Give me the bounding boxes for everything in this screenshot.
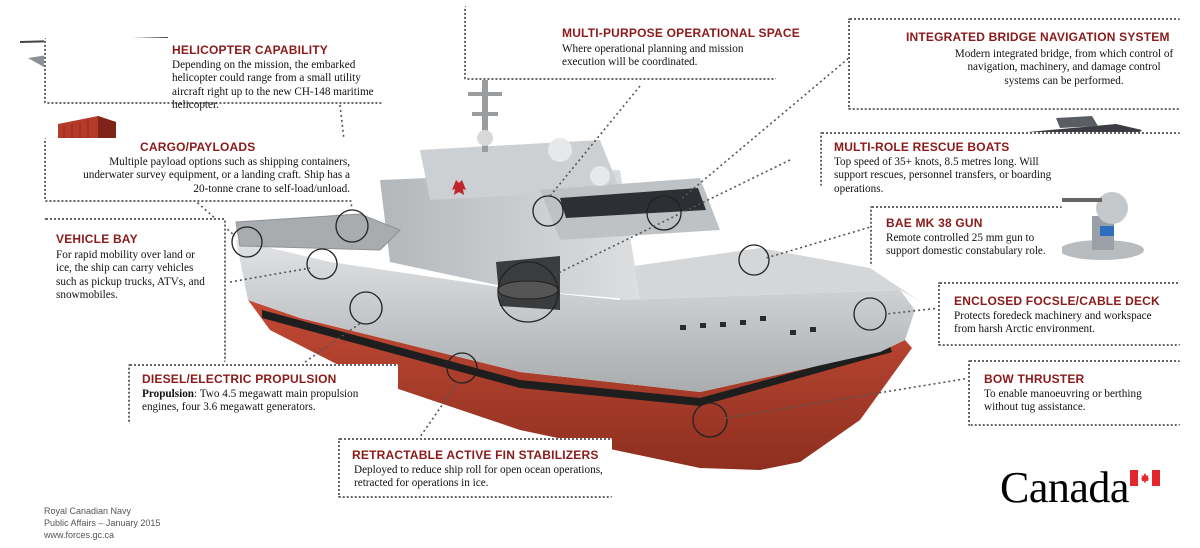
callout-body: Depending on the mission, the embarked h…: [172, 59, 374, 112]
footer-credits: Royal Canadian Navy Public Affairs – Jan…: [44, 505, 160, 541]
gun-image: [1060, 192, 1144, 260]
callout-title: MULTI-PURPOSE OPERATIONAL SPACE: [562, 26, 800, 40]
callout-cargo: CARGO/PAYLOADS Multiple payload options …: [44, 138, 352, 202]
marker-vehicle-bay: [306, 248, 338, 280]
callout-body: For rapid mobility over land or ice, the…: [56, 249, 205, 302]
callout-title: MULTI-ROLE RESCUE BOATS: [834, 140, 1010, 154]
footer-line-department: Public Affairs – January 2015: [44, 518, 161, 528]
callout-title: HELICOPTER CAPABILITY: [172, 43, 328, 57]
canada-flag-icon: [1130, 470, 1160, 486]
callout-body: Propulsion: Two 4.5 megawatt main propul…: [142, 388, 394, 415]
ship-hull: [248, 300, 912, 470]
callout-boats: MULTI-ROLE RESCUE BOATS Top speed of 35+…: [820, 132, 1180, 195]
marker-focsle: [853, 297, 887, 331]
marker-propulsion: [349, 291, 383, 325]
helideck: [235, 213, 401, 251]
callout-body: Multiple payload options such as shippin…: [83, 156, 350, 195]
callout-title: BOW THRUSTER: [984, 372, 1085, 386]
ship-foredeck: [620, 248, 918, 300]
callout-title: DIESEL/ELECTRIC PROPULSION: [142, 372, 337, 386]
propulsion-text: : Two 4.5 megawatt main propulsion engin…: [142, 388, 359, 414]
propulsion-label: Propulsion: [142, 388, 195, 400]
callout-title: CARGO/PAYLOADS: [140, 140, 256, 154]
callout-title: VEHICLE BAY: [56, 232, 138, 246]
callout-title: INTEGRATED BRIDGE NAVIGATION SYSTEM: [906, 30, 1170, 44]
callout-focsle: ENCLOSED FOCSLE/CABLE DECK Protects fore…: [938, 282, 1180, 346]
callout-title: BAE MK 38 GUN: [886, 216, 983, 230]
callout-thruster: BOW THRUSTER To enable manoeuvring or be…: [968, 360, 1180, 426]
marker-gun: [738, 244, 770, 276]
callout-body: Top speed of 35+ knots, 8.5 metres long.…: [834, 156, 1052, 195]
ship-mast: [482, 62, 488, 152]
callout-vehicle: VEHICLE BAY For rapid mobility over land…: [44, 218, 226, 362]
maple-leaf-marking: [452, 180, 466, 195]
marker-multipurpose: [532, 195, 564, 227]
callout-helicopter: HELICOPTER CAPABILITY Depending on the m…: [44, 38, 382, 111]
marker-boats: [497, 261, 559, 323]
canada-wordmark-text: Canada: [1000, 463, 1129, 512]
marker-thruster: [692, 402, 728, 438]
footer-line-organization: Royal Canadian Navy: [44, 506, 132, 516]
marker-vehicle: [231, 226, 263, 258]
callout-body: To enable manoeuvring or berthing withou…: [984, 388, 1142, 414]
callout-body: Deployed to reduce ship roll for open oc…: [354, 464, 603, 490]
ship-side: [236, 240, 915, 392]
canada-wordmark: Canada: [1000, 462, 1129, 513]
callout-body: Protects foredeck machinery and workspac…: [954, 310, 1152, 336]
rescue-boat-shape: [497, 280, 559, 300]
callout-body: Where operational planning and mission e…: [562, 43, 744, 69]
callout-gun: BAE MK 38 GUN Remote controlled 25 mm gu…: [870, 206, 1062, 266]
callout-fins: RETRACTABLE ACTIVE FIN STABILIZERS Deplo…: [338, 438, 612, 498]
footer-line-url: www.forces.gc.ca: [44, 530, 115, 540]
callout-title: RETRACTABLE ACTIVE FIN STABILIZERS: [352, 448, 599, 462]
callout-body: Remote controlled 25 mm gun to support d…: [886, 232, 1046, 258]
callout-multipurpose: MULTI-PURPOSE OPERATIONAL SPACE Where op…: [464, 6, 800, 80]
callout-propulsion: DIESEL/ELECTRIC PROPULSION Propulsion: T…: [128, 364, 398, 424]
callout-title: ENCLOSED FOCSLE/CABLE DECK: [954, 294, 1160, 308]
callout-bridge: INTEGRATED BRIDGE NAVIGATION SYSTEM Mode…: [848, 18, 1180, 110]
callout-body: Modern integrated bridge, from which con…: [954, 48, 1174, 87]
marker-fins: [446, 352, 478, 384]
